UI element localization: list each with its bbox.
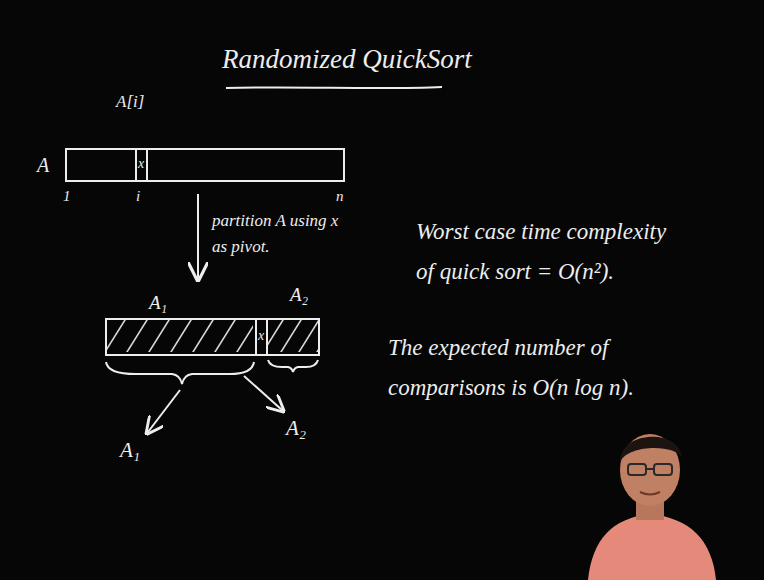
array-box: xA — [65, 148, 345, 182]
array-cell: x — [135, 150, 148, 180]
cell-value: x — [138, 156, 144, 172]
pivot-value: x — [258, 328, 264, 344]
brace — [106, 362, 254, 384]
index-label: n — [336, 188, 344, 205]
partition-arrow — [197, 194, 199, 278]
pivot-cell: x — [255, 320, 268, 354]
subarray-name: A₁ — [149, 292, 167, 314]
subarray-name: A₂ — [290, 284, 308, 306]
hatching — [266, 320, 318, 352]
partitioned-array: xA₁A₂ — [105, 318, 320, 356]
complexity-note: Worst case time complexity of quick sort… — [416, 212, 688, 293]
slide-title: Randomized QuickSort — [222, 44, 472, 75]
subarray-label: A₂ — [286, 416, 306, 440]
recursion-arrow — [244, 376, 282, 410]
element-label: A[i] — [116, 92, 144, 112]
subarray-label: A₁ — [120, 438, 140, 462]
title-underline — [226, 87, 442, 88]
expectation-note: The expected number of comparisons is O(… — [388, 328, 638, 409]
lecturer-figure — [588, 434, 716, 580]
index-label: i — [136, 188, 140, 205]
hatching — [107, 320, 253, 352]
recursion-arrow — [148, 390, 180, 432]
brace — [268, 360, 318, 372]
edge-label: partition A using x as pivot. — [212, 208, 357, 259]
array-name: A — [37, 154, 49, 177]
index-label: 1 — [63, 188, 71, 205]
